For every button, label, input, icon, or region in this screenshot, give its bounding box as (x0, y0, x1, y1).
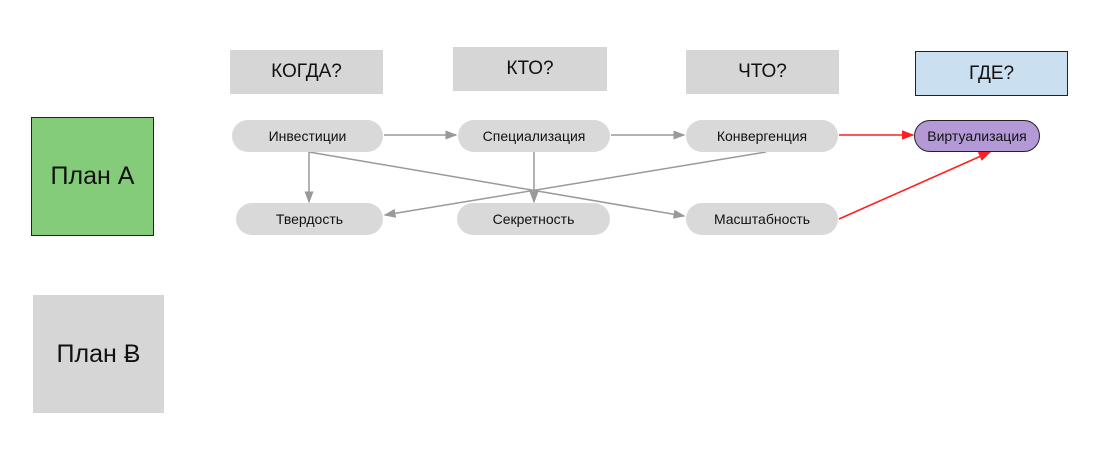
node-convergence: Конвергенция (686, 120, 838, 152)
node-secrecy: Секретность (457, 203, 610, 235)
edge-scalability-virtualization (838, 151, 992, 220)
node-investments: Инвестиции (232, 120, 383, 152)
header-who: КТО? (453, 47, 607, 91)
plan-a-box: План A (31, 117, 154, 236)
node-virtualization: Виртуализация (914, 120, 1040, 152)
plan-b-box: План Ƀ (33, 295, 164, 413)
header-where: ГДЕ? (915, 51, 1068, 96)
header-when: КОГДА? (230, 50, 383, 94)
edge-convergence-hardness (383, 151, 767, 218)
node-hardness: Твердость (236, 203, 383, 235)
node-scalability: Масштабность (686, 203, 838, 235)
node-specialization: Специализация (458, 120, 610, 152)
header-what: ЧТО? (686, 50, 839, 94)
edge-investments-scalability (308, 151, 686, 219)
